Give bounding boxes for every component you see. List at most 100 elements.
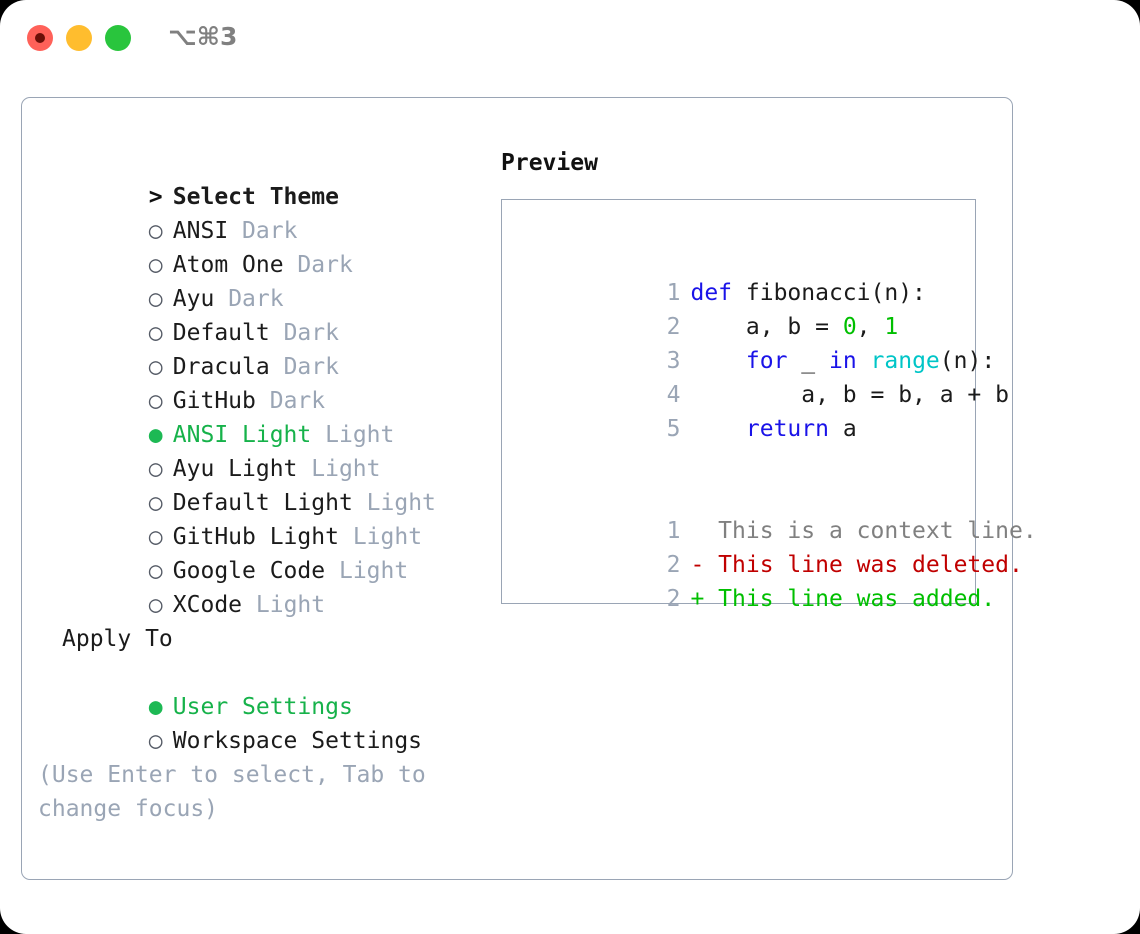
code-line: 1 def fibonacci(n): (502, 242, 975, 306)
preview-box: 1 def fibonacci(n): 2 a, b = 0, 1 3 for _… (501, 199, 1037, 612)
main-panel: >Select Theme ○ANSI Dark ○Atom One Dark … (21, 97, 1037, 880)
theme-option-github-light[interactable]: ○ GitHub Light Light (38, 486, 478, 550)
code-token: fibonacci(n): (745, 280, 926, 306)
line-number: 3 (666, 348, 681, 374)
code-line: 5 return a (502, 378, 975, 442)
radio-icon: ○ (148, 490, 163, 516)
code-token (857, 348, 871, 374)
theme-variant-label: Light (352, 524, 423, 550)
apply-to-label: User Settings (172, 694, 353, 720)
radio-icon: ○ (148, 456, 163, 482)
radio-icon: ○ (148, 728, 163, 754)
theme-name: Dracula (172, 354, 270, 380)
theme-variant-label: Dark (228, 286, 284, 312)
apply-to-label: Workspace Settings (172, 728, 423, 754)
code-token (690, 348, 745, 374)
code-token: return (745, 416, 829, 442)
theme-name: GitHub Light (172, 524, 339, 550)
code-line: 3 for _ in range(n): (502, 310, 996, 374)
code-token: range (870, 348, 940, 374)
code-line: 4 a, b = b, a + b (502, 344, 1009, 408)
diff-line-deleted: 2- This line was deleted. (502, 514, 1023, 578)
line-number: 4 (666, 382, 681, 408)
window-controls (27, 25, 131, 51)
theme-variant-label: Light (311, 456, 381, 482)
diff-text: + This line was added. (690, 586, 996, 612)
theme-option-dracula-dark[interactable]: ○ Dracula Dark (38, 316, 478, 380)
radio-icon: ○ (148, 592, 163, 618)
code-token: a, b = (690, 314, 843, 340)
theme-name: Ayu Light (172, 456, 298, 482)
preview-title: Preview (501, 150, 598, 176)
theme-picker-title: Select Theme (172, 184, 339, 210)
code-token: , (856, 314, 885, 340)
line-number: 2 (666, 314, 681, 340)
theme-option-xcode[interactable]: ○ XCode Light (38, 554, 478, 618)
diff-line-added: 2 + This line was added. (502, 548, 996, 612)
theme-option-default-light[interactable]: ○ Default Light Light (38, 452, 478, 516)
radio-icon: ○ (148, 218, 163, 244)
code-token (690, 416, 745, 442)
radio-icon: ○ (148, 286, 163, 312)
line-number: 2 (666, 552, 681, 578)
theme-variant-label: Light (366, 490, 436, 516)
theme-name: Atom One (172, 252, 284, 278)
theme-variant-label: Dark (283, 320, 339, 346)
code-token: a (828, 416, 857, 442)
diff-line-context: 1 This is a context line. (502, 480, 1037, 544)
theme-name: Google Code (172, 558, 326, 584)
apply-to-option-user-settings[interactable]: ● User Settings (38, 656, 478, 720)
theme-variant-label: Light (325, 422, 395, 448)
radio-selected-icon: ● (148, 694, 163, 720)
theme-name: Ayu (172, 286, 215, 312)
theme-name: Default (172, 320, 270, 346)
theme-option-atom-one-dark[interactable]: ○Atom One Dark (38, 214, 478, 278)
line-number: 1 (666, 280, 681, 306)
code-token: def (690, 280, 746, 306)
theme-option-ayu-dark[interactable]: ○ Ayu Dark (38, 248, 478, 312)
code-token: for (745, 348, 788, 374)
theme-option-default-dark[interactable]: ○ Default Dark (38, 282, 478, 346)
theme-option-github-dark[interactable]: ○GitHub Dark (38, 350, 478, 414)
code-token: 0 (842, 314, 857, 340)
theme-variant-label: Dark (283, 354, 339, 380)
theme-picker: >Select Theme ○ANSI Dark ○Atom One Dark … (38, 146, 478, 826)
theme-variant-label: Dark (269, 388, 326, 414)
radio-icon: ○ (148, 252, 163, 278)
radio-selected-icon: ● (148, 422, 163, 448)
title-bar: ⌥⌘3 (0, 0, 1140, 80)
code-token: (n): (939, 348, 996, 374)
diff-text: This is a context line. (690, 518, 1037, 544)
theme-picker-heading: > Select Theme (38, 146, 478, 210)
close-button[interactable] (27, 25, 53, 51)
theme-option-ansi-light[interactable]: ● ANSI Light Light (38, 384, 478, 448)
radio-icon: ○ (148, 354, 163, 380)
theme-variant-label: Light (338, 558, 409, 584)
code-token: a, b = b, a + b (690, 382, 1009, 408)
code-token: in (828, 348, 857, 374)
keyboard-hint-text: (Use Enter to select, Tab to change focu… (38, 762, 426, 822)
radio-icon: ○ (148, 388, 163, 414)
theme-variant-label: Light (255, 592, 326, 618)
preview-pane: Preview 1 def fibonacci(n): 2 a, b = 0, 1… (501, 146, 1037, 612)
line-number: 5 (666, 416, 681, 442)
code-line: 2 a, b = 0, 1 (502, 276, 975, 340)
radio-icon: ○ (148, 558, 163, 584)
line-number: 1 (666, 518, 681, 544)
apply-to-option-workspace-settings[interactable]: ○ Workspace Settings (38, 690, 478, 754)
minimize-button[interactable] (66, 25, 92, 51)
theme-name: XCode (172, 592, 243, 618)
line-number: 2 (666, 586, 681, 612)
theme-option-ansi-dark[interactable]: ○ANSI Dark (38, 180, 478, 244)
maximize-button[interactable] (105, 25, 131, 51)
theme-name: ANSI Light (172, 422, 312, 448)
code-token: _ (787, 348, 829, 374)
radio-icon: ○ (148, 320, 163, 346)
code-token: 1 (884, 314, 899, 340)
prompt-caret-icon: > (148, 184, 163, 210)
theme-name: ANSI (172, 218, 229, 244)
theme-name: Default Light (172, 490, 353, 516)
theme-option-ayu-light[interactable]: ○ Ayu Light Light (38, 418, 478, 482)
theme-option-google-code[interactable]: ○ Google Code Light (38, 520, 478, 584)
